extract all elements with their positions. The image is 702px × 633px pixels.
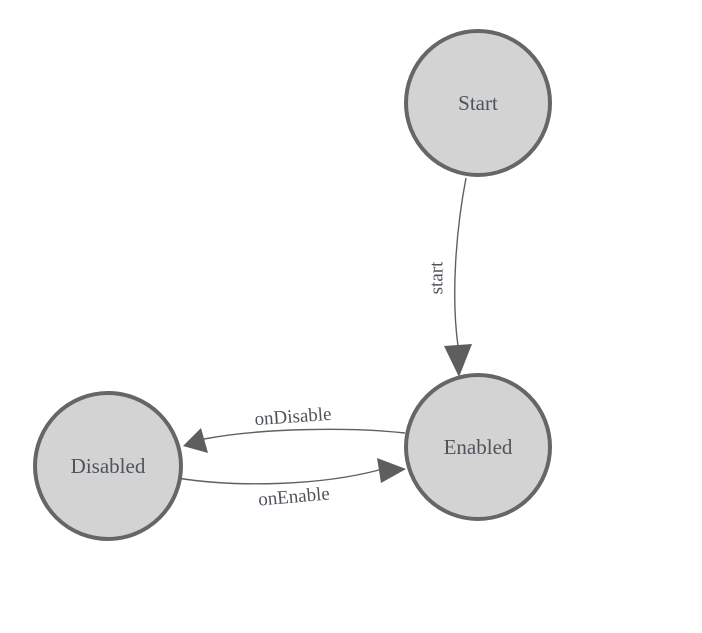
node-start[interactable]: Start bbox=[404, 29, 552, 177]
node-disabled-label: Disabled bbox=[71, 454, 146, 478]
edge-enabled-to-disabled-label: onDisable bbox=[254, 404, 332, 430]
node-enabled[interactable]: Enabled bbox=[404, 373, 552, 521]
node-enabled-circle[interactable] bbox=[404, 373, 552, 521]
edge-enabled-to-disabled-line bbox=[203, 428, 406, 440]
edge-start-to-enabled-arrowhead-icon bbox=[444, 344, 472, 377]
edge-start-to-enabled-label: start bbox=[427, 261, 448, 294]
node-disabled-circle[interactable] bbox=[33, 391, 183, 541]
edge-start-to-enabled-line bbox=[454, 177, 467, 347]
edge-enabled-to-disabled-arrowhead-icon bbox=[183, 428, 208, 453]
node-enabled-label: Enabled bbox=[444, 435, 513, 459]
edge-disabled-to-enabled-arrowhead-icon bbox=[377, 458, 406, 483]
node-start-circle[interactable] bbox=[404, 29, 552, 177]
node-start-label: Start bbox=[458, 91, 498, 115]
edge-disabled-to-enabled-label: onEnable bbox=[257, 483, 330, 510]
edge-disabled-to-enabled-line bbox=[176, 469, 380, 485]
edge-start-to-enabled: start bbox=[427, 177, 472, 377]
node-disabled[interactable]: Disabled bbox=[33, 391, 183, 541]
edge-disabled-to-enabled: onEnable bbox=[176, 458, 406, 511]
edge-enabled-to-disabled: onDisable bbox=[183, 404, 406, 453]
